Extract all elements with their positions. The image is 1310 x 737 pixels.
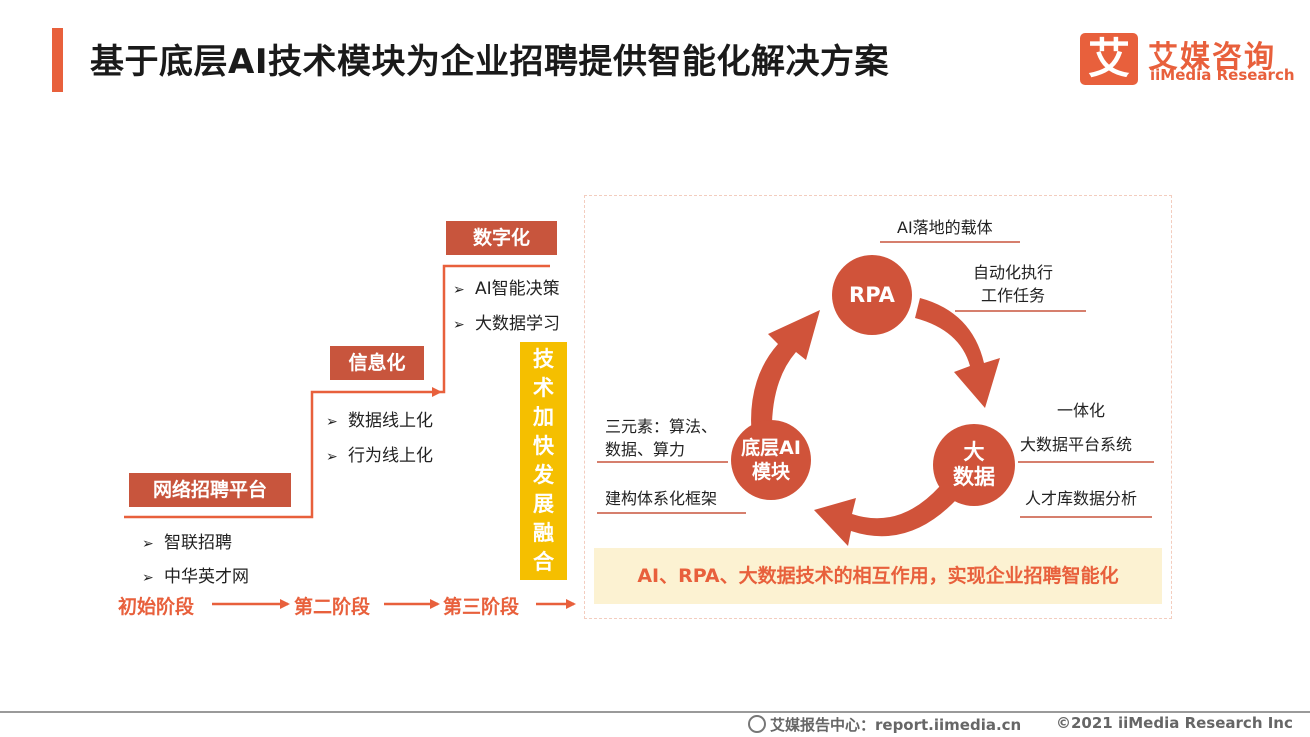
bullet-item: ➢数据线上化: [326, 411, 433, 431]
bullet-item: ➢中华英才网: [142, 567, 249, 587]
rpa-note-top: AI落地的载体: [897, 218, 993, 237]
ai-module-circle: 底层AI 模块: [731, 420, 811, 500]
tech-acceleration-box: 技 术 加 快 发 展 融 合: [520, 342, 567, 580]
cycle-arrows: [751, 298, 1000, 546]
stair-line-2: [440, 264, 550, 394]
ai-note-2: 数据、算力: [605, 440, 686, 459]
footer-divider: [0, 711, 1310, 713]
footer-copyright: ©2021 iiMedia Research Inc: [1056, 714, 1293, 732]
rpa-note-right-1: 自动化执行: [973, 263, 1054, 282]
bullet-item: ➢行为线上化: [326, 446, 433, 466]
ai-title-line-2: 模块: [751, 461, 790, 483]
title-accent-bar: [52, 28, 63, 92]
stage-label-network-platform: 网络招聘平台: [129, 473, 291, 507]
stair-line-1: [124, 387, 442, 519]
vertical-char: 发: [533, 463, 554, 487]
cycle-panel: [584, 195, 1172, 619]
vertical-char: 展: [533, 492, 554, 516]
logo-name-en: iiMedia Research: [1150, 66, 1295, 84]
logo-name-cn: 艾媒咨询: [1148, 40, 1276, 75]
rpa-note-right-2: 工作任务: [981, 286, 1046, 305]
arrow-bullet-icon: ➢: [142, 536, 154, 552]
vertical-char: 术: [533, 376, 554, 400]
rpa-circle: RPA: [832, 255, 912, 335]
cycle-arrow-ai-rpa: [751, 310, 820, 438]
vertical-char: 加: [533, 405, 554, 429]
conclusion-banner: AI、RPA、大数据技术的相互作用，实现企业招聘智能化: [594, 548, 1162, 604]
arrow-bullet-icon: ➢: [453, 317, 465, 333]
rpa-title: RPA: [849, 283, 895, 307]
vertical-char: 技: [533, 347, 554, 371]
page-title: 基于底层AI技术模块为企业招聘提供智能化解决方案: [90, 42, 889, 82]
vertical-char: 融: [533, 521, 554, 545]
bullet-item: ➢智联招聘: [142, 533, 232, 553]
phase-second: 第二阶段: [294, 596, 371, 618]
bigdata-note-3: 人才库数据分析: [1025, 489, 1138, 508]
phase-third: 第三阶段: [443, 596, 520, 618]
cycle-arrow-rpa-bigdata: [915, 298, 1000, 408]
cycle-arrow-bigdata-ai: [814, 486, 956, 546]
bigdata-note-2: 大数据平台系统: [1020, 435, 1133, 454]
arrow-bullet-icon: ➢: [326, 414, 338, 430]
logo-mark: 艾: [1080, 33, 1138, 85]
ai-note-1: 三元素：算法、: [605, 417, 718, 436]
footer-report-center: 艾媒报告中心：report.iimedia.cn: [748, 714, 1021, 735]
bigdata-title-line-2: 数据: [953, 465, 995, 489]
ai-title-line-1: 底层AI: [741, 437, 801, 459]
bullet-item: ➢AI智能决策: [453, 279, 560, 299]
bigdata-note-1: 一体化: [1057, 401, 1106, 420]
vertical-char: 合: [533, 550, 554, 574]
bigdata-circle: 大 数据: [933, 424, 1015, 506]
bigdata-title-line-1: 大: [963, 440, 985, 464]
arrow-bullet-icon: ➢: [326, 449, 338, 465]
vertical-char: 快: [533, 434, 554, 458]
stage-label-digitalization: 数字化: [446, 221, 557, 255]
arrow-bullet-icon: ➢: [453, 282, 465, 298]
bullet-item: ➢大数据学习: [453, 314, 560, 334]
stage-label-informatization: 信息化: [330, 346, 424, 380]
phase-initial: 初始阶段: [118, 596, 195, 618]
globe-icon: [748, 715, 766, 733]
ai-note-3: 建构体系化框架: [605, 489, 718, 508]
arrow-bullet-icon: ➢: [142, 570, 154, 586]
